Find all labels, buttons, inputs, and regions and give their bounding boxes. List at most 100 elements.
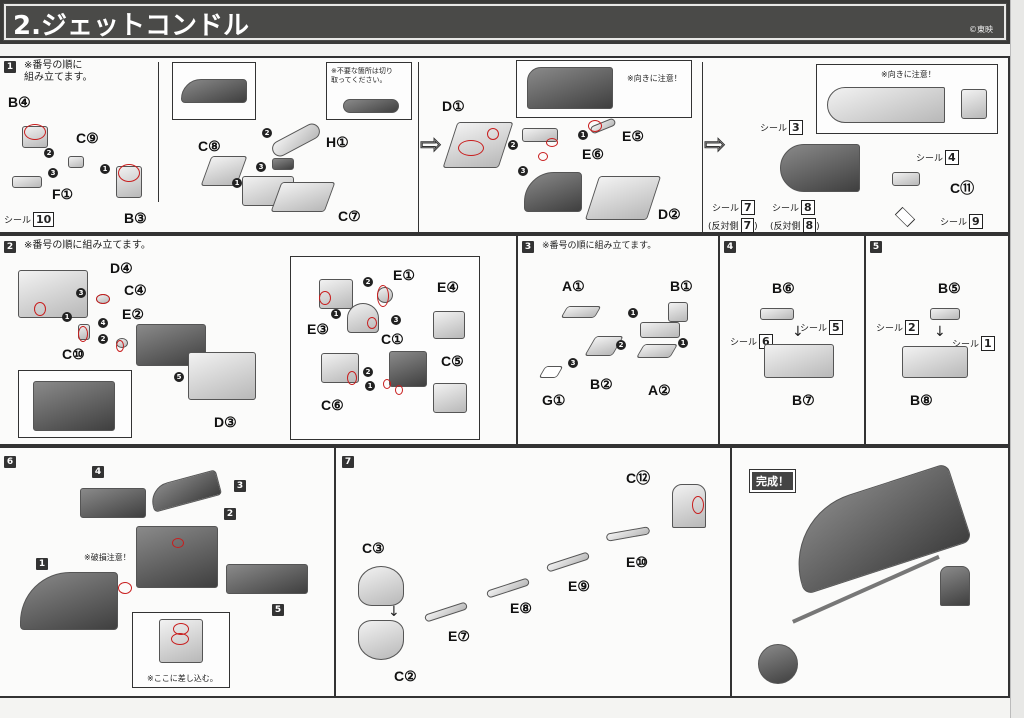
part-label: E⑩ — [626, 554, 648, 570]
down-arrow-icon: ↓ — [388, 604, 400, 620]
sequence-marker: 2 — [44, 148, 54, 158]
sequence-marker: 3 — [256, 162, 266, 172]
part-label: B⑦ — [792, 392, 815, 408]
inset-note: ※向きに注意！ — [627, 74, 682, 83]
sequence-marker: 3 — [48, 168, 58, 178]
part-label: E⑥ — [582, 146, 604, 162]
part-label: B⑧ — [910, 392, 933, 408]
part-detail — [961, 89, 987, 119]
part-label: B② — [590, 376, 613, 392]
page-header: 2.ジェットコンドル ©東映 — [0, 0, 1010, 44]
part-5 — [226, 564, 308, 594]
sequence-marker: 2 — [616, 340, 626, 350]
detail-inset: 2 E① E④ 1 3 E③ C① 2 1 C⑥ C⑤ — [290, 256, 480, 440]
part-3 — [147, 469, 223, 513]
page-title: 2.ジェットコンドル — [13, 11, 249, 41]
part-c2 — [358, 620, 404, 660]
part-number: 3 — [234, 480, 246, 492]
part-c7 — [270, 182, 336, 212]
part-detail — [527, 67, 613, 109]
part-label: D② — [658, 206, 681, 222]
detail-inset: ※ここに差し込む。 — [132, 612, 230, 688]
part-label: A① — [562, 278, 585, 294]
page-edge — [1010, 0, 1024, 718]
part-number: 4 — [92, 466, 104, 478]
part-g1 — [538, 366, 564, 378]
part-e8 — [485, 577, 531, 599]
sequence-marker: 3 — [518, 166, 528, 176]
down-arrow-icon: ↓ — [934, 324, 946, 340]
highlight-ring — [546, 138, 558, 147]
sequence-marker: 2 — [363, 367, 373, 377]
part-e7 — [423, 601, 469, 623]
part-c3 — [358, 566, 404, 606]
part-c5 — [433, 383, 467, 413]
part-label: C⑥ — [321, 397, 344, 413]
sequence-marker: 5 — [174, 372, 184, 382]
part-label: E⑤ — [622, 128, 644, 144]
highlight-ring — [383, 379, 391, 389]
caution-note: ※破損注意！ — [84, 553, 131, 562]
part-label: C⑨ — [76, 130, 99, 146]
part-number: 1 — [36, 558, 48, 570]
part-label: C② — [394, 668, 417, 684]
part-label: D④ — [110, 260, 133, 276]
part-label: C④ — [124, 282, 147, 298]
highlight-ring — [116, 340, 124, 352]
part-e9 — [545, 551, 591, 573]
highlight-ring — [487, 128, 499, 140]
part-number: 2 — [224, 508, 236, 520]
sequence-marker: 1 — [62, 312, 72, 322]
part-2 — [136, 526, 218, 588]
divider — [158, 62, 159, 202]
part-label: B⑤ — [938, 280, 961, 296]
highlight-ring — [96, 294, 110, 304]
part-label: C⑦ — [338, 208, 361, 224]
inset-note: ※不要な箇所は切り 取ってください。 — [331, 67, 393, 84]
sequence-marker: 1 — [331, 309, 341, 319]
part-e10 — [605, 526, 651, 542]
highlight-ring — [395, 385, 403, 395]
part-label: E③ — [307, 321, 329, 337]
detail-inset — [172, 62, 256, 120]
part-label: C⑫ — [626, 470, 651, 486]
highlight-ring — [458, 140, 484, 156]
part-h1 — [269, 120, 323, 160]
detail-inset: ※向きに注意！ — [516, 60, 692, 118]
part-label: C③ — [362, 540, 385, 556]
part-b1 — [668, 302, 688, 322]
step-number: 3 — [522, 241, 534, 253]
sequence-marker: 2 — [262, 128, 272, 138]
step-2-panel: 2 ※番号の順に組み立てます。 D④ 3 C④ 1 4 E② 2 C⑩ 5 D③… — [0, 234, 518, 446]
part-a1 — [560, 306, 602, 318]
sequence-marker: 1 — [578, 130, 588, 140]
divider — [418, 62, 419, 232]
part-label: E④ — [437, 279, 459, 295]
copyright-notice: ©東映 — [969, 25, 993, 34]
part-label: F① — [52, 186, 74, 202]
part-label: C① — [381, 331, 404, 347]
part-label: C⑩ — [62, 346, 85, 362]
highlight-ring — [118, 164, 140, 182]
sequence-marker: 2 — [363, 277, 373, 287]
part-block — [389, 351, 427, 387]
seal-placement-icon — [894, 206, 916, 228]
part-b6 — [760, 308, 794, 320]
part-nose — [524, 172, 582, 212]
step-number: 7 — [342, 456, 354, 468]
part-a2 — [635, 344, 679, 358]
part-c6 — [321, 353, 359, 383]
highlight-ring — [588, 120, 602, 132]
step-number: 6 — [4, 456, 16, 468]
part-detail — [827, 87, 945, 123]
